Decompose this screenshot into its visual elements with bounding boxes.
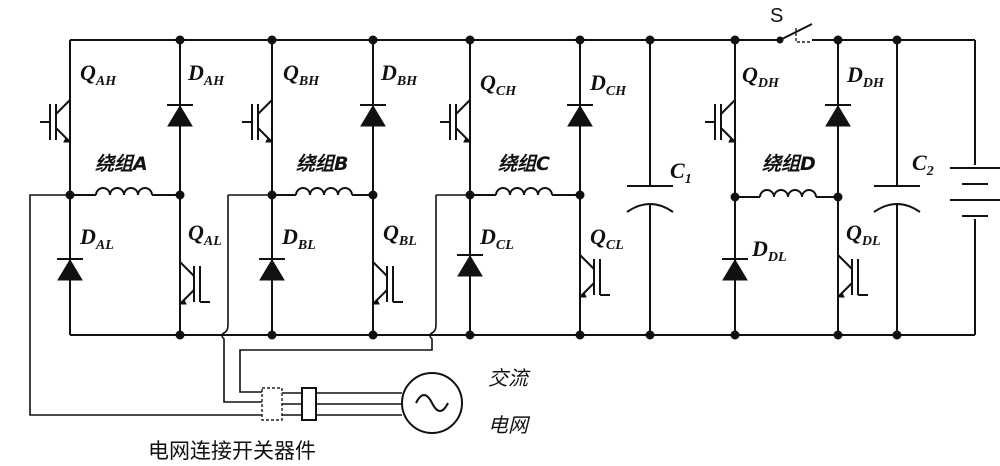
label-c1: C1 (670, 158, 692, 187)
label-ac-line2: 电网 (488, 413, 531, 437)
label-qal: QAL (188, 220, 222, 249)
label-dah: DAH (187, 60, 225, 89)
ac-source-icon (401, 372, 463, 434)
igbt-qbl (371, 261, 403, 305)
diode-dah (166, 104, 194, 127)
label-ac-line1: 交流 (488, 366, 531, 390)
igbt-qal (178, 261, 210, 305)
igbt-qdl (836, 254, 868, 298)
top-junctions (175, 35, 902, 45)
diode-ddl (721, 258, 749, 281)
diode-dbh (359, 104, 387, 127)
label-qdl: QDL (846, 220, 881, 249)
leg-a (40, 40, 210, 335)
diode-dbl (258, 258, 286, 281)
label-dbl: DBL (281, 224, 316, 253)
label-qcl: QCL (590, 224, 624, 253)
igbt-qcl (578, 254, 610, 298)
diode-dal (56, 258, 84, 281)
label-ddh: DDH (846, 62, 885, 91)
leg-b (242, 40, 403, 335)
label-winding-a: 绕组A (95, 153, 148, 175)
label-qbh: QBH (283, 60, 320, 89)
capacitor-c1 (626, 40, 674, 335)
igbt-qah (40, 99, 72, 143)
diode-dcl (456, 254, 484, 277)
leg-c (440, 40, 610, 335)
label-ddl: DDL (751, 236, 787, 265)
winding-b-coil (295, 187, 353, 196)
leg-d (705, 40, 868, 335)
label-dal: DAL (79, 224, 114, 253)
diode-dch (566, 104, 594, 127)
capacitor-c2 (873, 40, 921, 335)
label-dcl: DCL (479, 224, 514, 253)
winding-d-coil (759, 189, 817, 198)
label-qbl: QBL (383, 220, 417, 249)
label-winding-c: 绕组C (498, 153, 550, 175)
switch-s-label: S (770, 5, 783, 27)
diode-ddh (824, 104, 852, 127)
igbt-qdh (705, 99, 737, 143)
winding-a-coil (95, 187, 153, 196)
label-grid-switch: 电网连接开关器件 (148, 439, 316, 463)
label-qah: QAH (80, 60, 117, 89)
switch-s: S (770, 5, 813, 44)
igbt-qbh (242, 99, 274, 143)
igbt-qch (440, 99, 472, 143)
label-c2: C2 (912, 150, 934, 179)
label-dbh: DBH (380, 60, 418, 89)
label-dch: DCH (589, 70, 627, 99)
label-qdh: QDH (742, 62, 780, 91)
label-winding-d: 绕组D (762, 153, 816, 175)
grid-wires (29, 194, 470, 421)
label-qch: QCH (480, 70, 517, 99)
battery (950, 40, 1000, 335)
winding-c-coil (495, 187, 553, 196)
label-winding-b: 绕组B (296, 153, 348, 175)
